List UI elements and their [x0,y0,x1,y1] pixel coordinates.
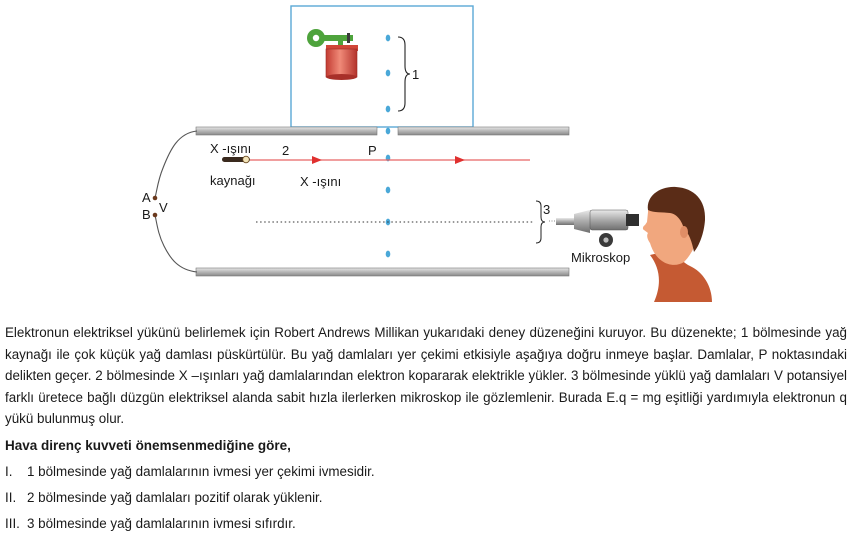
statement-text: 3 bölmesinde yağ damlalarının ivmesi sıf… [27,516,296,531]
statement-text: 1 bölmesinde yağ damlalarının ivmesi yer… [27,464,375,479]
label-voltage: V [159,200,168,215]
statement-text: 2 bölmesinde yağ damlaları pozitif olara… [27,490,323,505]
label-chamber-1: 1 [412,67,419,82]
label-chamber-2: 2 [282,143,289,158]
upper-plate [195,126,570,136]
oil-drops [385,34,391,258]
statement-ii: II. 2 bölmesinde yağ damlaları pozitif ol… [5,490,323,505]
terminal-a [152,195,158,201]
wire-b [154,214,198,273]
statement-iii: III. 3 bölmesinde yağ damlalarının ivmesi… [5,516,296,531]
label-x-ray-source-line1: X -ışını [210,141,251,156]
label-x-ray-source-line2: kaynağı [210,173,256,188]
statement-number: I. [5,464,13,479]
chamber-1-box [290,5,474,128]
label-chamber-3: 3 [543,202,550,217]
millikan-apparatus-diagram: 1 X -ışını kaynağı 2 P X -ışını A B V 3 … [142,5,712,302]
oil-atomizer [307,29,358,80]
brace-1 [397,36,411,112]
brace-3 [535,200,546,244]
beam-arrow-2 [455,156,465,164]
observer-person [642,186,712,302]
wire-a [154,130,198,199]
label-terminal-a: A [142,190,151,205]
beam-arrow-1 [312,156,322,164]
label-x-ray-beam: X -ışını [300,174,341,189]
label-microscope: Mikroskop [571,250,630,265]
statement-i: I. 1 bölmesinde yağ damlalarının ivmesi y… [5,464,375,479]
x-ray-source [222,155,250,164]
lower-plate [195,267,570,277]
question-stem: Hava direnç kuvveti önemsenmediğine göre… [5,438,291,453]
experiment-description: Elektronun elektriksel yükünü belirlemek… [5,325,847,426]
label-point-p: P [368,143,377,158]
microscope [549,209,639,247]
label-terminal-b: B [142,207,151,222]
terminal-b [152,212,158,218]
statement-number: III. [5,516,20,531]
statement-number: II. [5,490,17,505]
